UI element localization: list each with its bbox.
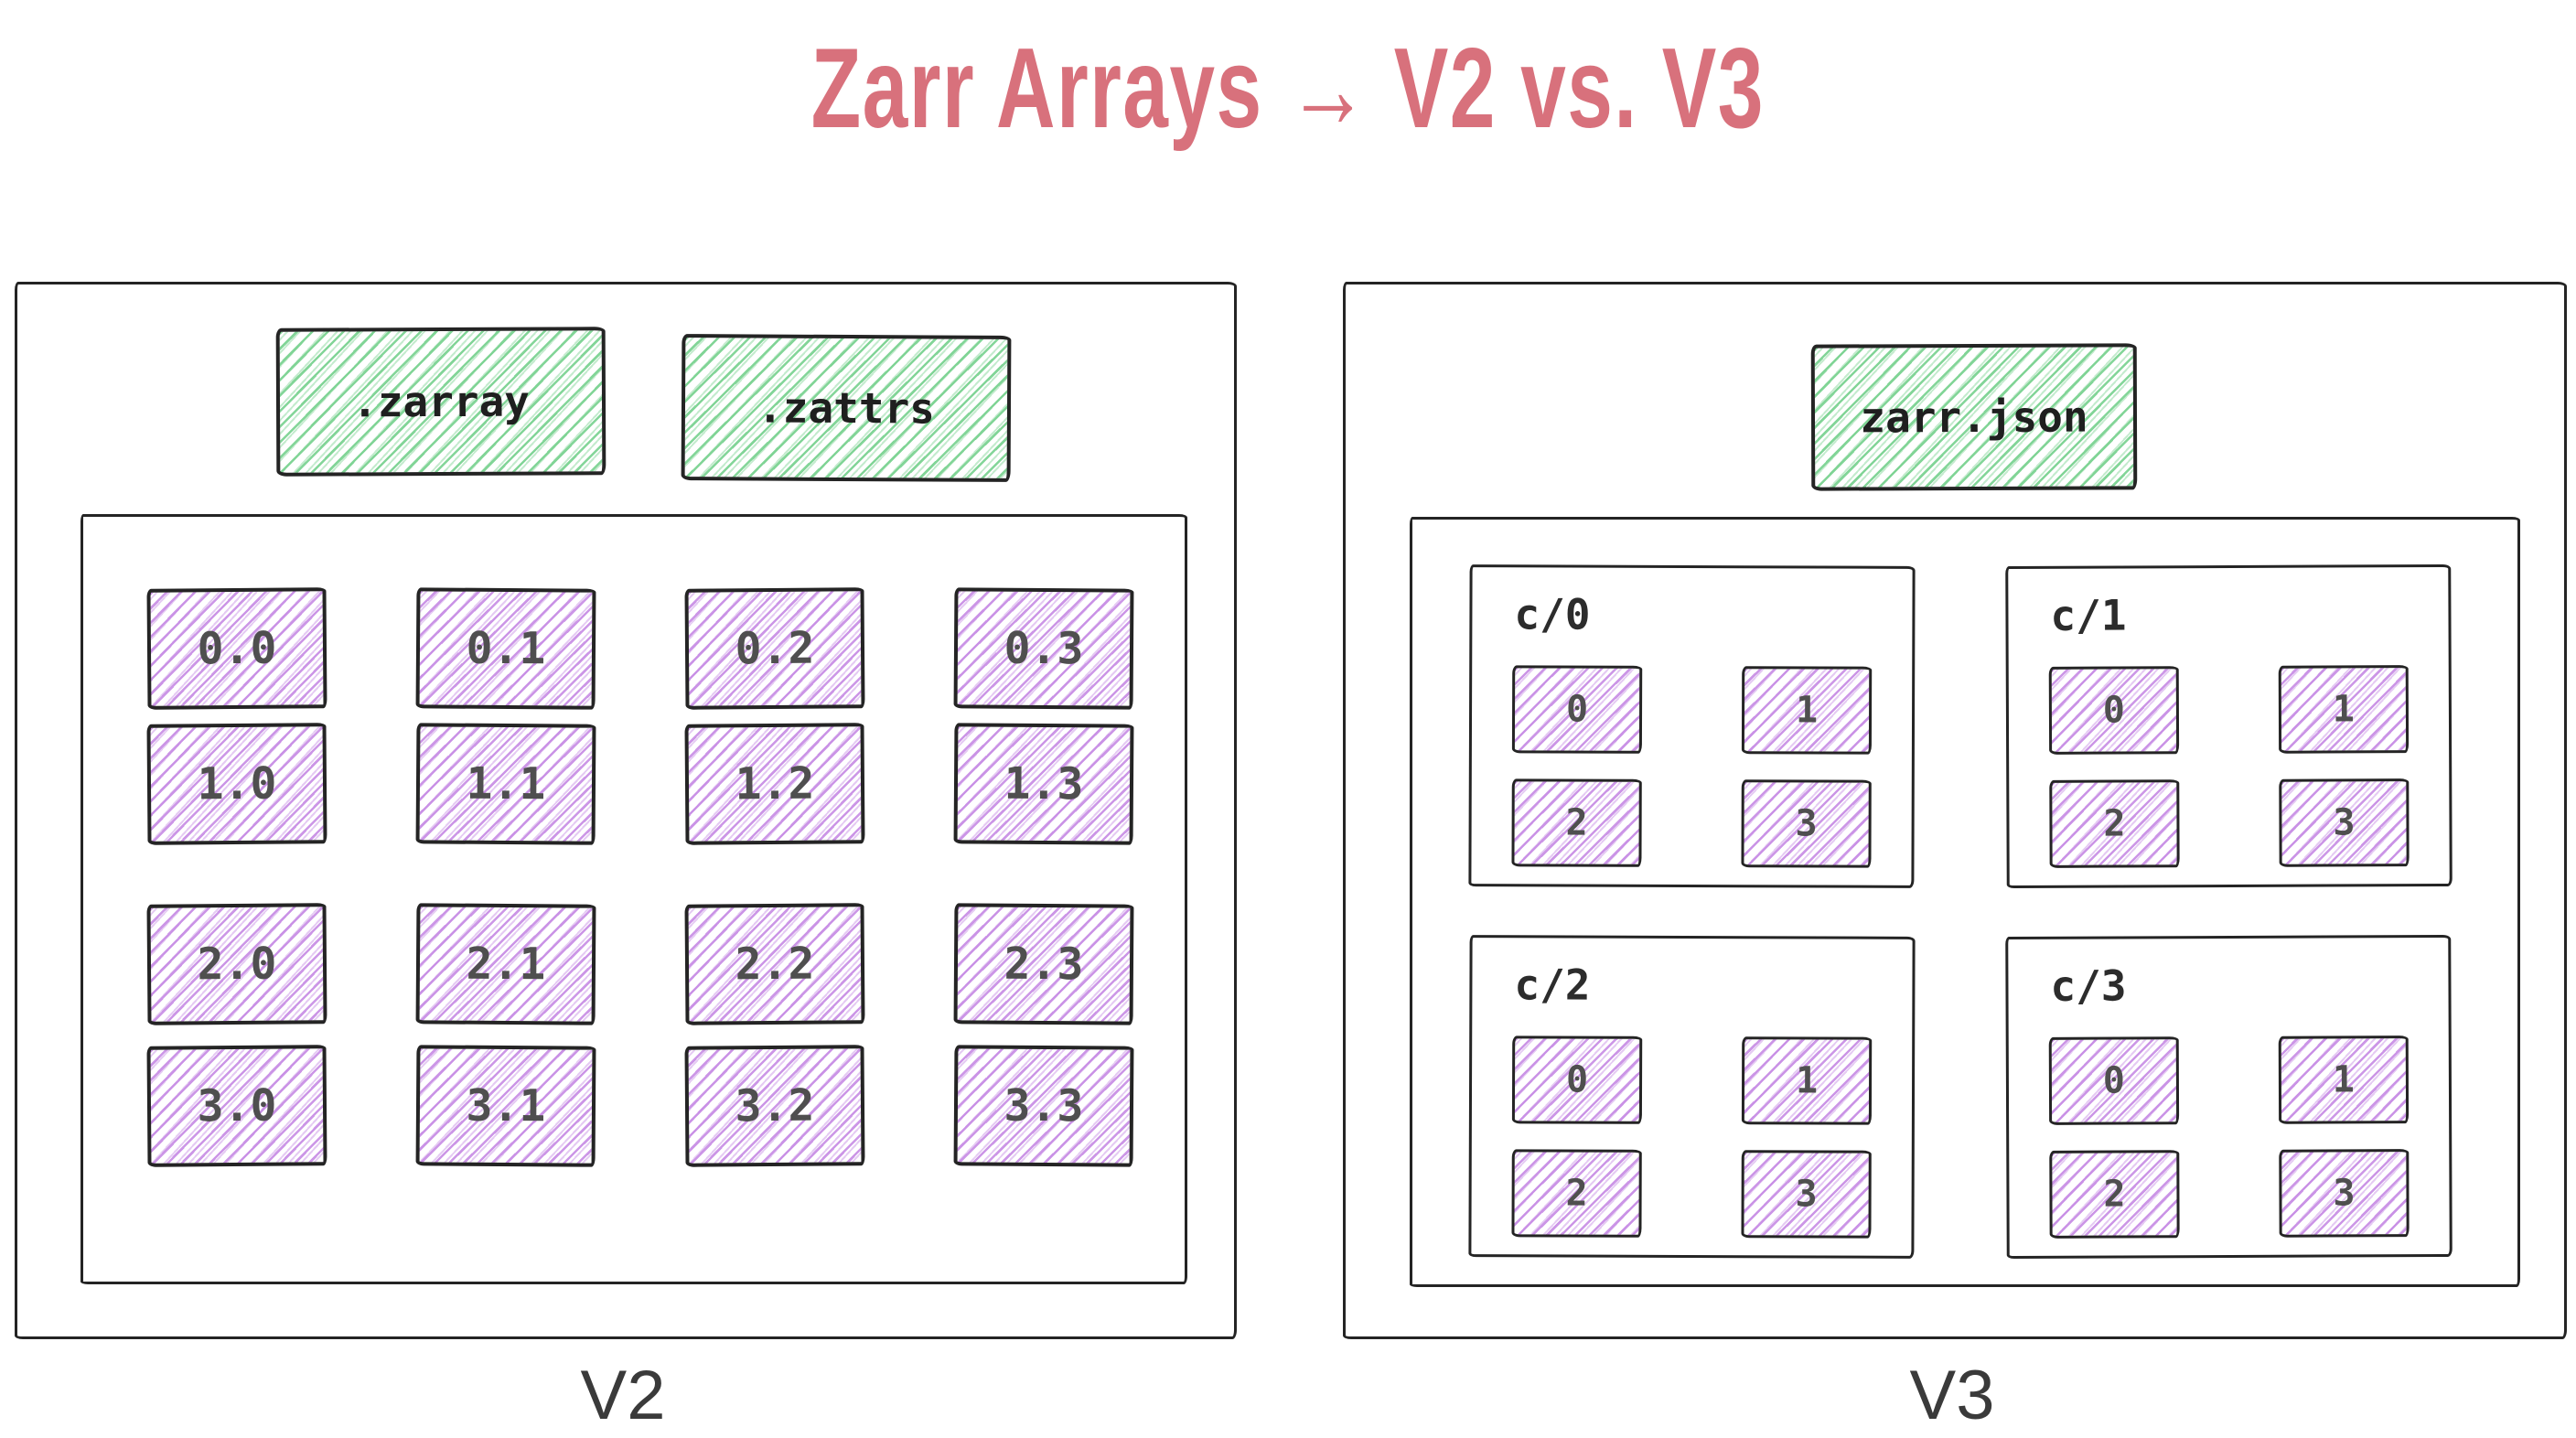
zarray-label: .zarray (351, 376, 531, 427)
shard-box-c1: c/1 0 1 2 3 (2005, 563, 2453, 889)
v2-chunk-1.1: 1.1 (415, 723, 596, 845)
v2-chunk-2.3: 2.3 (953, 903, 1134, 1025)
shard-c2-label: c/2 (1514, 960, 1591, 1010)
shard-c3-chunk-1: 1 (2278, 1035, 2410, 1124)
shard-c1-chunk-row-0: 0 1 (2048, 664, 2410, 755)
shard-c3-chunk-row-0: 0 1 (2048, 1035, 2410, 1125)
v2-chunk-3.2: 3.2 (684, 1045, 865, 1167)
v3-shard-container: c/0 0 1 2 3 c/1 0 1 (1410, 517, 2520, 1287)
shard-c0-label: c/0 (1514, 589, 1591, 639)
shard-box-c2: c/2 0 1 2 3 (1468, 935, 1916, 1259)
shard-c0-chunk-3: 3 (1741, 778, 1872, 868)
shard-c2-chunk-3: 3 (1741, 1149, 1872, 1239)
shard-c3-chunk-3: 3 (2279, 1148, 2410, 1238)
shard-c2-chunk-2: 2 (1511, 1148, 1642, 1238)
shard-c2-chunk-row-1: 2 3 (1511, 1148, 1872, 1239)
shard-c0-chunk-row-1: 2 3 (1511, 778, 1872, 868)
shard-c2-chunk-1: 1 (1741, 1036, 1873, 1125)
v2-chunk-0.1: 0.1 (415, 587, 596, 710)
v2-chunk-3.3: 3.3 (953, 1045, 1134, 1167)
shard-c1-chunk-3: 3 (2279, 778, 2410, 867)
shard-c3-label: c/3 (2050, 960, 2127, 1011)
v2-chunk-0.3: 0.3 (953, 587, 1134, 710)
diagram-title: Zarr Arrays → V2 vs. V3 (0, 24, 2576, 155)
v3-shard-row-1: c/2 0 1 2 3 c/3 0 1 (1468, 934, 2453, 1260)
v2-chunk-1.0: 1.0 (146, 723, 327, 845)
zarr-json-metadata-box: zarr.json (1810, 343, 2138, 491)
zattrs-label: .zattrs (757, 382, 936, 434)
shard-c3-chunk-row-1: 2 3 (2049, 1148, 2410, 1239)
v2-chunk-3.0: 3.0 (146, 1045, 327, 1167)
v2-chunk-2.2: 2.2 (684, 903, 865, 1025)
zarr-json-label: zarr.json (1860, 392, 2088, 443)
shard-box-c0: c/0 0 1 2 3 (1468, 564, 1916, 888)
v2-caption: V2 (580, 1357, 666, 1434)
diagram-title-text: Zarr Arrays → V2 vs. V3 (810, 26, 1766, 152)
shard-c2-chunk-row-0: 0 1 (1511, 1035, 1873, 1125)
v2-panel: .zarray .zattrs 0.0 0.1 0.2 0.3 1.0 1.1 … (15, 282, 1237, 1339)
shard-c1-chunk-0: 0 (2048, 665, 2180, 755)
v3-shard-row-0: c/0 0 1 2 3 c/1 0 1 (1468, 563, 2453, 889)
shard-c0-chunk-1: 1 (1741, 665, 1873, 755)
zarray-metadata-box: .zarray (275, 327, 606, 477)
shard-c1-chunk-1: 1 (2278, 664, 2410, 754)
v2-chunk-1.2: 1.2 (684, 723, 865, 845)
shard-c0-chunk-0: 0 (1511, 664, 1643, 754)
v2-chunk-1.3: 1.3 (953, 723, 1134, 845)
v3-caption: V3 (1909, 1357, 1995, 1434)
v2-chunk-row-2: 2.0 2.1 2.2 2.3 (146, 903, 1134, 1025)
shard-c0-chunk-row-0: 0 1 (1511, 664, 1873, 755)
v2-chunk-2.0: 2.0 (146, 903, 327, 1025)
v2-chunk-3.1: 3.1 (415, 1045, 596, 1167)
zattrs-metadata-box: .zattrs (681, 334, 1012, 482)
v3-panel: zarr.json c/0 0 1 2 3 c/1 (1343, 282, 2567, 1339)
v2-chunk-container: 0.0 0.1 0.2 0.3 1.0 1.1 1.2 1.3 2.0 2.1 … (80, 514, 1187, 1284)
v2-chunk-row-0: 0.0 0.1 0.2 0.3 (146, 587, 1134, 710)
shard-c0-chunk-2: 2 (1511, 778, 1642, 867)
v2-chunk-0.2: 0.2 (684, 587, 865, 710)
shard-c3-chunk-0: 0 (2048, 1036, 2180, 1125)
shard-c1-label: c/1 (2050, 590, 2127, 640)
shard-c1-chunk-row-1: 2 3 (2049, 778, 2410, 868)
v2-chunk-2.1: 2.1 (415, 903, 596, 1025)
shard-c3-chunk-2: 2 (2049, 1149, 2180, 1239)
shard-c2-chunk-0: 0 (1511, 1035, 1643, 1124)
v2-chunk-row-1: 1.0 1.1 1.2 1.3 (146, 723, 1134, 845)
v2-chunk-row-3: 3.0 3.1 3.2 3.3 (146, 1045, 1134, 1167)
shard-c1-chunk-2: 2 (2049, 778, 2180, 868)
shard-box-c3: c/3 0 1 2 3 (2005, 934, 2453, 1260)
v2-chunk-0.0: 0.0 (146, 587, 327, 710)
